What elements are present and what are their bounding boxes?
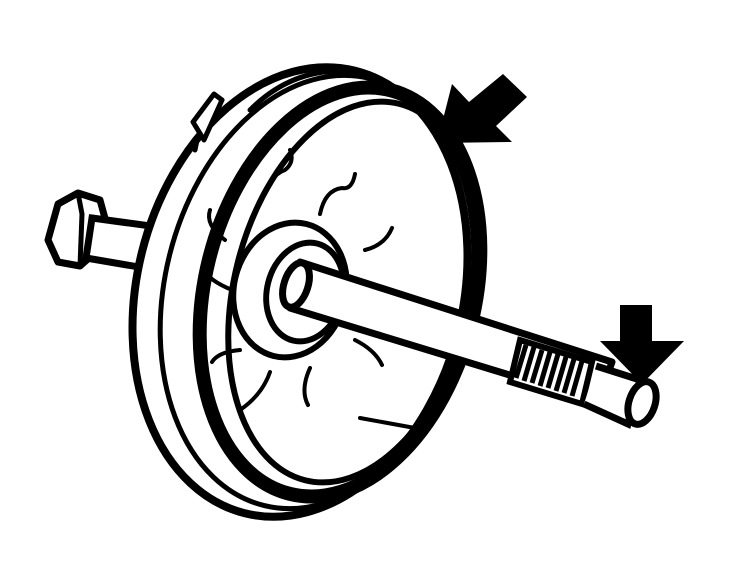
arrow-icon [437, 74, 527, 143]
arrow-icon [600, 305, 684, 384]
threaded-end [506, 336, 660, 429]
